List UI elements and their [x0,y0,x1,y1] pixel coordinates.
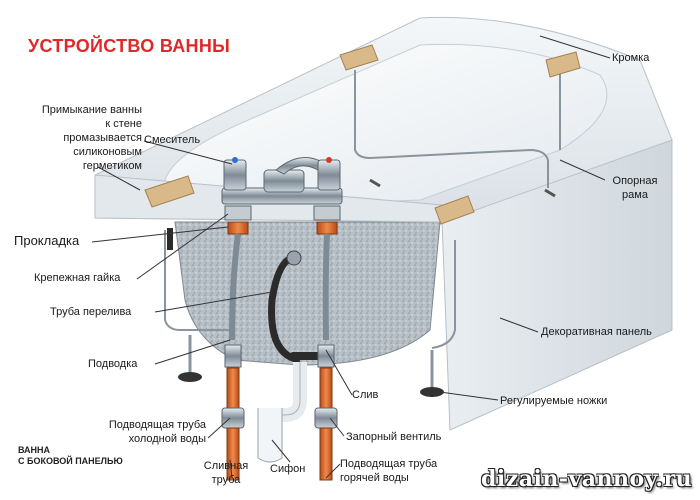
label-slivnaya-truba-line-2: труба [211,474,241,486]
label-smesitel: Смеситель [144,134,201,146]
label-sliv: Слив [352,389,379,401]
label-primykanie-line-2: к стене [105,118,142,130]
label-podvod-holod-line-1: Подводящая труба [108,419,206,431]
label-truba-pereliva: Труба перелива [50,306,132,318]
label-podvod-gor-line-2: горячей воды [340,472,409,484]
label-slivnaya-truba: Сливная труба [198,459,254,487]
leader-lines [91,35,611,479]
gaskets-nuts [224,205,341,235]
label-podvodka: Подводка [88,358,138,370]
label-sifon: Сифон [270,463,306,475]
label-opornaya-rama-line-2: рама [622,189,648,201]
label-opornaya-rama-line-1: Опорная [612,175,658,187]
footnote-line-2: С БОКОВОЙ ПАНЕЛЬЮ [18,456,123,466]
label-primykanie-line-5: герметиком [82,160,142,172]
label-slivnaya-truba-line-1: Сливная [203,460,249,472]
support-frame [354,70,549,188]
label-krepezhnaya-gayka: Крепежная гайка [34,272,121,284]
label-kromka: Кромка [612,52,650,64]
supply-hoses [229,233,330,341]
footnote-line-1: ВАННА [18,445,51,455]
label-podvod-gor-line-1: Подводящая труба [340,458,438,470]
wood-blocks [144,44,581,225]
label-reguliruemye-nozhki: Регулируемые ножки [500,395,608,407]
footnote: ВАННА С БОКОВОЙ ПАНЕЛЬЮ [18,445,123,467]
label-dekorativnaya-panel: Декоративная панель [541,326,652,338]
copper-pipes [221,344,338,481]
diagram-title: УСТРОЙСТВО ВАННЫ [28,36,231,56]
label-prokladka: Прокладка [14,233,80,248]
watermark: dizain-vannoy.ru [481,466,693,492]
label-primykanie-line-1: Примыкание ванны [41,104,142,116]
label-podvod-holod-line-2: холодной воды [128,433,206,445]
label-zapornyy-ventil: Запорный вентиль [346,431,442,443]
label-primykanie: Примыкание ванны к стене промазывается с… [14,103,142,173]
label-primykanie-line-3: промазывается [63,132,142,144]
label-podvod-gor: Подводящая труба горячей воды [340,457,437,485]
label-podvod-holod: Подводящая труба холодной воды [70,418,206,446]
label-primykanie-line-4: силиконовым [73,146,142,158]
label-opornaya-rama: Опорная рама [600,174,670,202]
overflow-pipe [268,254,301,364]
bath-underside [174,221,441,366]
mixer-faucet [221,157,343,205]
adjustable-legs [178,335,444,397]
